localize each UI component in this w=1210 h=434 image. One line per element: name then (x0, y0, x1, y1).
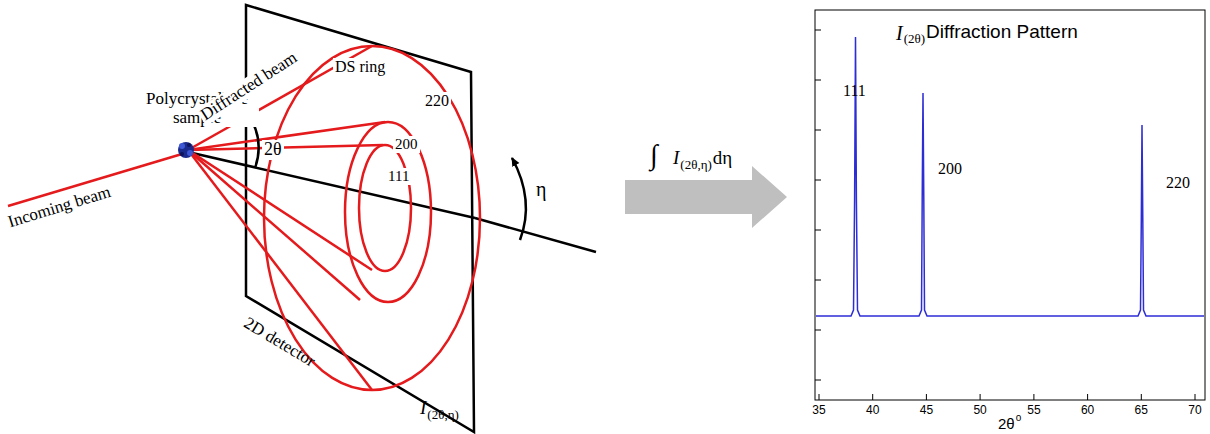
axis-title-degree: o (1016, 412, 1022, 423)
tick-label: 65 (1135, 404, 1148, 417)
intensity-symbol: I (420, 398, 426, 419)
peak-label: 200 (938, 160, 962, 178)
ring-label: DS ring (333, 58, 387, 76)
diffraction-curve (816, 37, 1204, 316)
eta-reference-line (475, 218, 596, 252)
chart-title: I (896, 22, 903, 44)
axis-ticks (815, 30, 1195, 400)
tick-label: 55 (1027, 404, 1040, 417)
integral-sign: ∫ (650, 140, 658, 171)
tick-label: 70 (1188, 404, 1201, 417)
ds-ring-111 (359, 145, 411, 271)
integral-variable: dη (713, 148, 732, 169)
polycrystalline-sample (178, 142, 194, 158)
ring-index: 200 (393, 136, 420, 153)
peak-label: 111 (843, 82, 866, 100)
tick-label: 40 (866, 404, 879, 417)
peak-label: 220 (1166, 174, 1190, 192)
integration-arrow (625, 166, 787, 228)
tick-label: 60 (1081, 404, 1094, 417)
ring-index: 111 (386, 168, 411, 185)
axis-title: 2θ (998, 416, 1015, 433)
eta-arc (512, 158, 526, 240)
ds-ring-220 (264, 46, 480, 390)
ds-ring-200 (345, 122, 431, 302)
intensity-subscript: (2θ,η) (427, 408, 458, 422)
tick-label: 45 (920, 404, 933, 417)
tick-label: 35 (812, 404, 825, 417)
chart-frame (815, 10, 1205, 400)
angle-label: 2θ (262, 140, 284, 160)
tick-label: 50 (973, 404, 986, 417)
chart-title-subscript: (2θ) (904, 32, 925, 46)
cone-lines (188, 46, 385, 390)
chart-title: Diffraction Pattern (926, 22, 1078, 43)
intensity-symbol: I (673, 148, 679, 169)
angle-label: η (536, 178, 546, 200)
intensity-subscript: (2θ,η) (680, 158, 711, 172)
ring-index: 220 (423, 92, 451, 110)
